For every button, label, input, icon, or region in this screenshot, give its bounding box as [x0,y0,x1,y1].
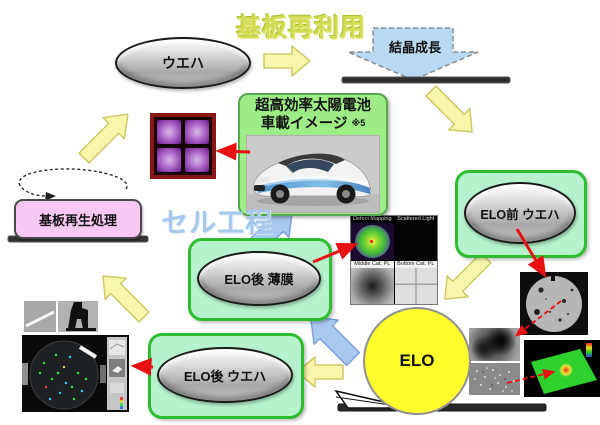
particle-speckle-image [469,363,520,395]
cell-process-title: セル工程 [161,208,273,238]
cell-quadrant [185,148,209,172]
defect-closeup-image [469,328,520,361]
car-windshield [286,159,334,173]
arrow-regen-to-wafer-icon [78,113,129,164]
solar-car-title-line1: 超高効率太陽電池 [255,98,371,114]
elo-node: ELO [363,307,471,415]
middle-pl-label: Middle Cat. PL [351,260,394,268]
defect-mapping-label: Defect Mapping [351,216,394,223]
elo-label: ELO [399,351,435,370]
substrate-reuse-title: 基板再利用 [236,14,367,42]
car-roof-solar-panel [278,153,345,166]
afm-surface-image [524,340,600,397]
scattered-light-label: Scattered Light [394,216,437,223]
elo-post-wafer-label: ELO後 ウエハ [183,368,267,384]
arrow-elopost-to-regen-icon [102,275,150,323]
wafer-label: ウエハ [162,55,204,71]
elo-pre-wafer-photo [520,272,588,335]
crystal-growth-arrow-icon [347,27,479,81]
cell-quadrant [157,120,181,144]
elo-film-node: ELO後 薄膜 [197,251,321,306]
solar-car-photo [246,135,380,213]
scattered-light-panel: Scattered Light [394,216,437,260]
solar-cell-chip-image [150,113,216,179]
defect-mapping-panel: Defect Mapping [351,216,394,260]
elo-film-label: ELO後 薄膜 [224,272,294,287]
crystal-growth-label: 結晶成長 [388,40,441,55]
arrow-wafer-to-growth-icon [263,45,311,77]
film-inspection-quad-image: Defect Mapping Scattered Light Middle Ca… [350,215,438,305]
defect-spot [370,240,373,243]
footnote-marker: ※5 [351,118,366,128]
solar-car-title-line2: 車載イメージ ※5 [260,116,366,132]
substrate-regen-box: 基板再生処理 [14,199,142,239]
wafer-node: ウエハ [115,37,251,89]
car-headlight [255,176,270,184]
growth-substrate-bar [341,76,511,84]
arrow-growth-to-elopre-icon [425,85,473,133]
bottom-pl-label: Bottom Cat. PL [394,260,437,268]
wafer-defect-map-image [22,335,129,412]
bottom-pl-panel: Bottom Cat. PL [394,260,437,304]
microscope-line-image [24,301,56,332]
equipment-silhouette-image [58,301,98,332]
arrow-elo-to-elopost-icon [296,356,344,388]
solar-car-box: 超高効率太陽電池 車載イメージ ※5 [238,93,388,216]
elo-pre-wafer-node: ELO前 ウエハ [464,182,576,244]
recycle-loop-icon [18,168,128,197]
elo-pre-wafer-label: ELO前 ウエハ [480,207,560,222]
substrate-regen-label: 基板再生処理 [38,212,117,228]
cell-quadrant [185,120,209,144]
cell-quadrant [157,148,181,172]
middle-pl-panel: Middle Cat. PL [351,260,394,304]
elo-post-wafer-node: ELO後 ウエハ [157,347,293,403]
